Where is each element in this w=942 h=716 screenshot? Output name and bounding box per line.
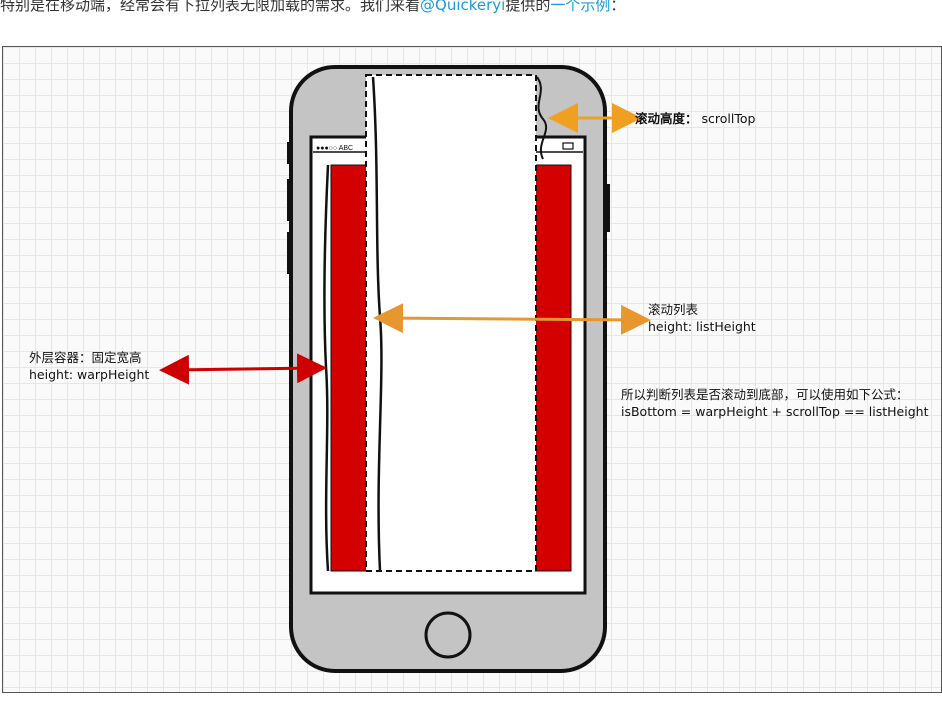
formula-label: 所以判断列表是否滚动到底部，可以使用如下公式： isBottom = warpHe… bbox=[621, 386, 928, 420]
outer-container-title: 外层容器：固定宽高 bbox=[29, 350, 142, 365]
intro-text-before: 特别是在移动端，经常会有下拉列表无限加载的需求。我们来看 bbox=[0, 0, 421, 14]
outer-container-value: height: warpHeight bbox=[29, 367, 150, 382]
formula-line-1: 所以判断列表是否滚动到底部，可以使用如下公式： bbox=[621, 387, 909, 402]
diagram-figure: ●●●○○ ABC 滚动高度： scrollTop 滚动列表 height: li… bbox=[2, 46, 942, 693]
author-link[interactable]: @Quickeryi bbox=[420, 0, 506, 14]
intro-paragraph: 特别是在移动端，经常会有下拉列表无限加载的需求。我们来看@Quickeryi提供… bbox=[0, 0, 625, 16]
home-button bbox=[424, 611, 472, 659]
status-bar-carrier: ●●●○○ ABC bbox=[316, 145, 353, 152]
outer-container-arrow bbox=[159, 353, 327, 385]
red-block-left bbox=[330, 164, 368, 572]
outer-container-label: 外层容器：固定宽高 height: warpHeight bbox=[29, 349, 149, 383]
example-link[interactable]: 一个示例 bbox=[550, 0, 611, 14]
scroll-top-wave bbox=[536, 76, 548, 160]
scroll-list bbox=[365, 74, 537, 572]
phone-diagram: ●●●○○ ABC bbox=[159, 65, 651, 673]
scroll-list-label: 滚动列表 height: listHeight bbox=[648, 301, 756, 335]
formula-line-2: isBottom = warpHeight + scrollTop == lis… bbox=[621, 404, 929, 419]
red-block-right bbox=[534, 164, 572, 572]
intro-text-after: ： bbox=[610, 0, 626, 14]
intro-text-middle: 提供的 bbox=[505, 0, 551, 14]
scroll-list-value: height: listHeight bbox=[648, 319, 756, 334]
scroll-list-arrow bbox=[373, 303, 651, 335]
scroll-height-label: 滚动高度： scrollTop bbox=[635, 110, 755, 127]
scroll-list-title: 滚动列表 bbox=[648, 302, 699, 317]
scroll-height-title: 滚动高度： bbox=[635, 111, 698, 126]
scroll-height-value: scrollTop bbox=[701, 111, 756, 126]
battery-icon bbox=[562, 142, 574, 150]
